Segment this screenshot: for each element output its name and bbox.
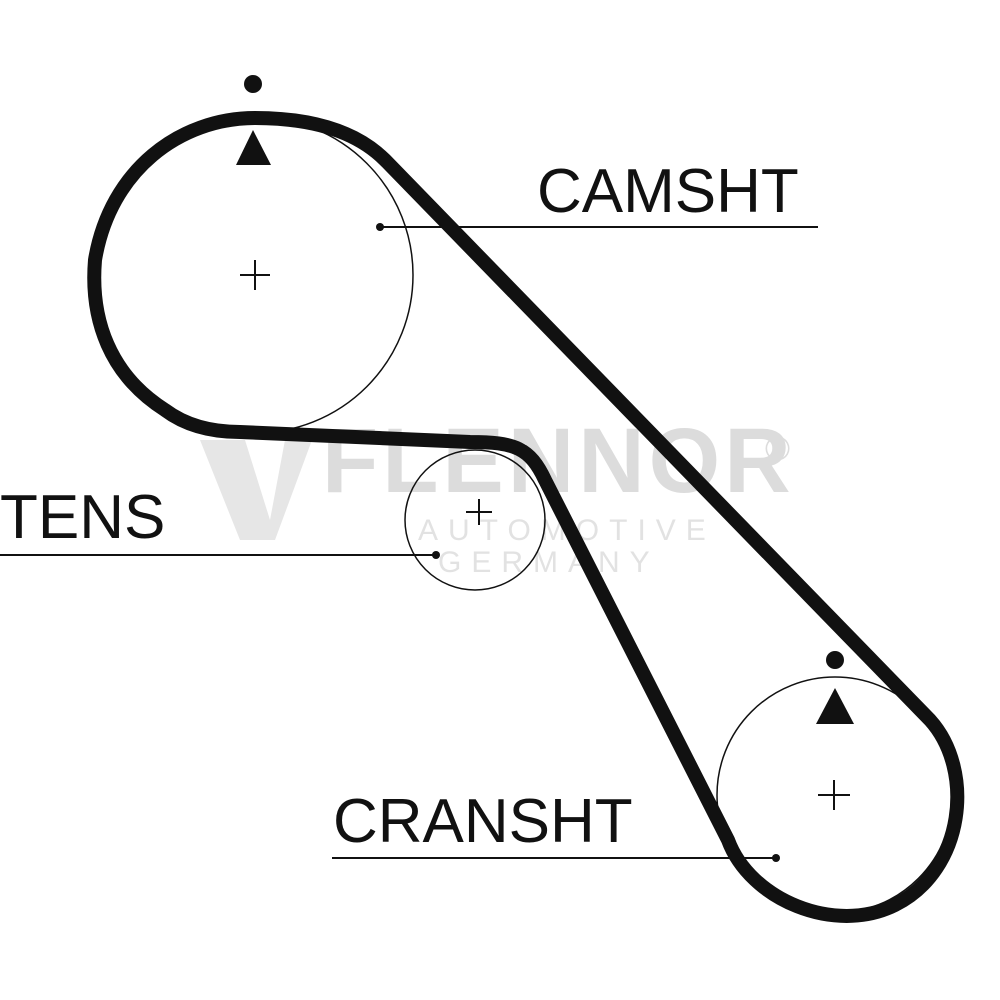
tensioner-pulley	[404, 449, 546, 591]
camshaft-center-mark	[240, 260, 270, 290]
camshaft-timing-dot	[244, 75, 262, 93]
watermark-line-2: GERMANY	[438, 546, 660, 579]
crankshaft-timing-dot	[826, 651, 844, 669]
crankshaft-timing-triangle	[816, 688, 854, 724]
crankshaft-center-mark	[818, 780, 850, 810]
tensioner-leader-dot	[432, 551, 440, 559]
tensioner-center-mark	[466, 499, 492, 525]
watermark-registered: ®	[765, 430, 790, 468]
crankshaft-leader-dot	[772, 854, 780, 862]
crankshaft-label: CRANSHT	[333, 787, 633, 856]
camshaft-timing-triangle	[236, 130, 271, 165]
tensioner-label: TENS	[0, 483, 165, 552]
camshaft-leader-dot	[376, 223, 384, 231]
timing-belt	[87, 111, 965, 923]
watermark-emblem-icon	[200, 440, 312, 540]
camshaft-label: CAMSHT	[537, 157, 799, 226]
